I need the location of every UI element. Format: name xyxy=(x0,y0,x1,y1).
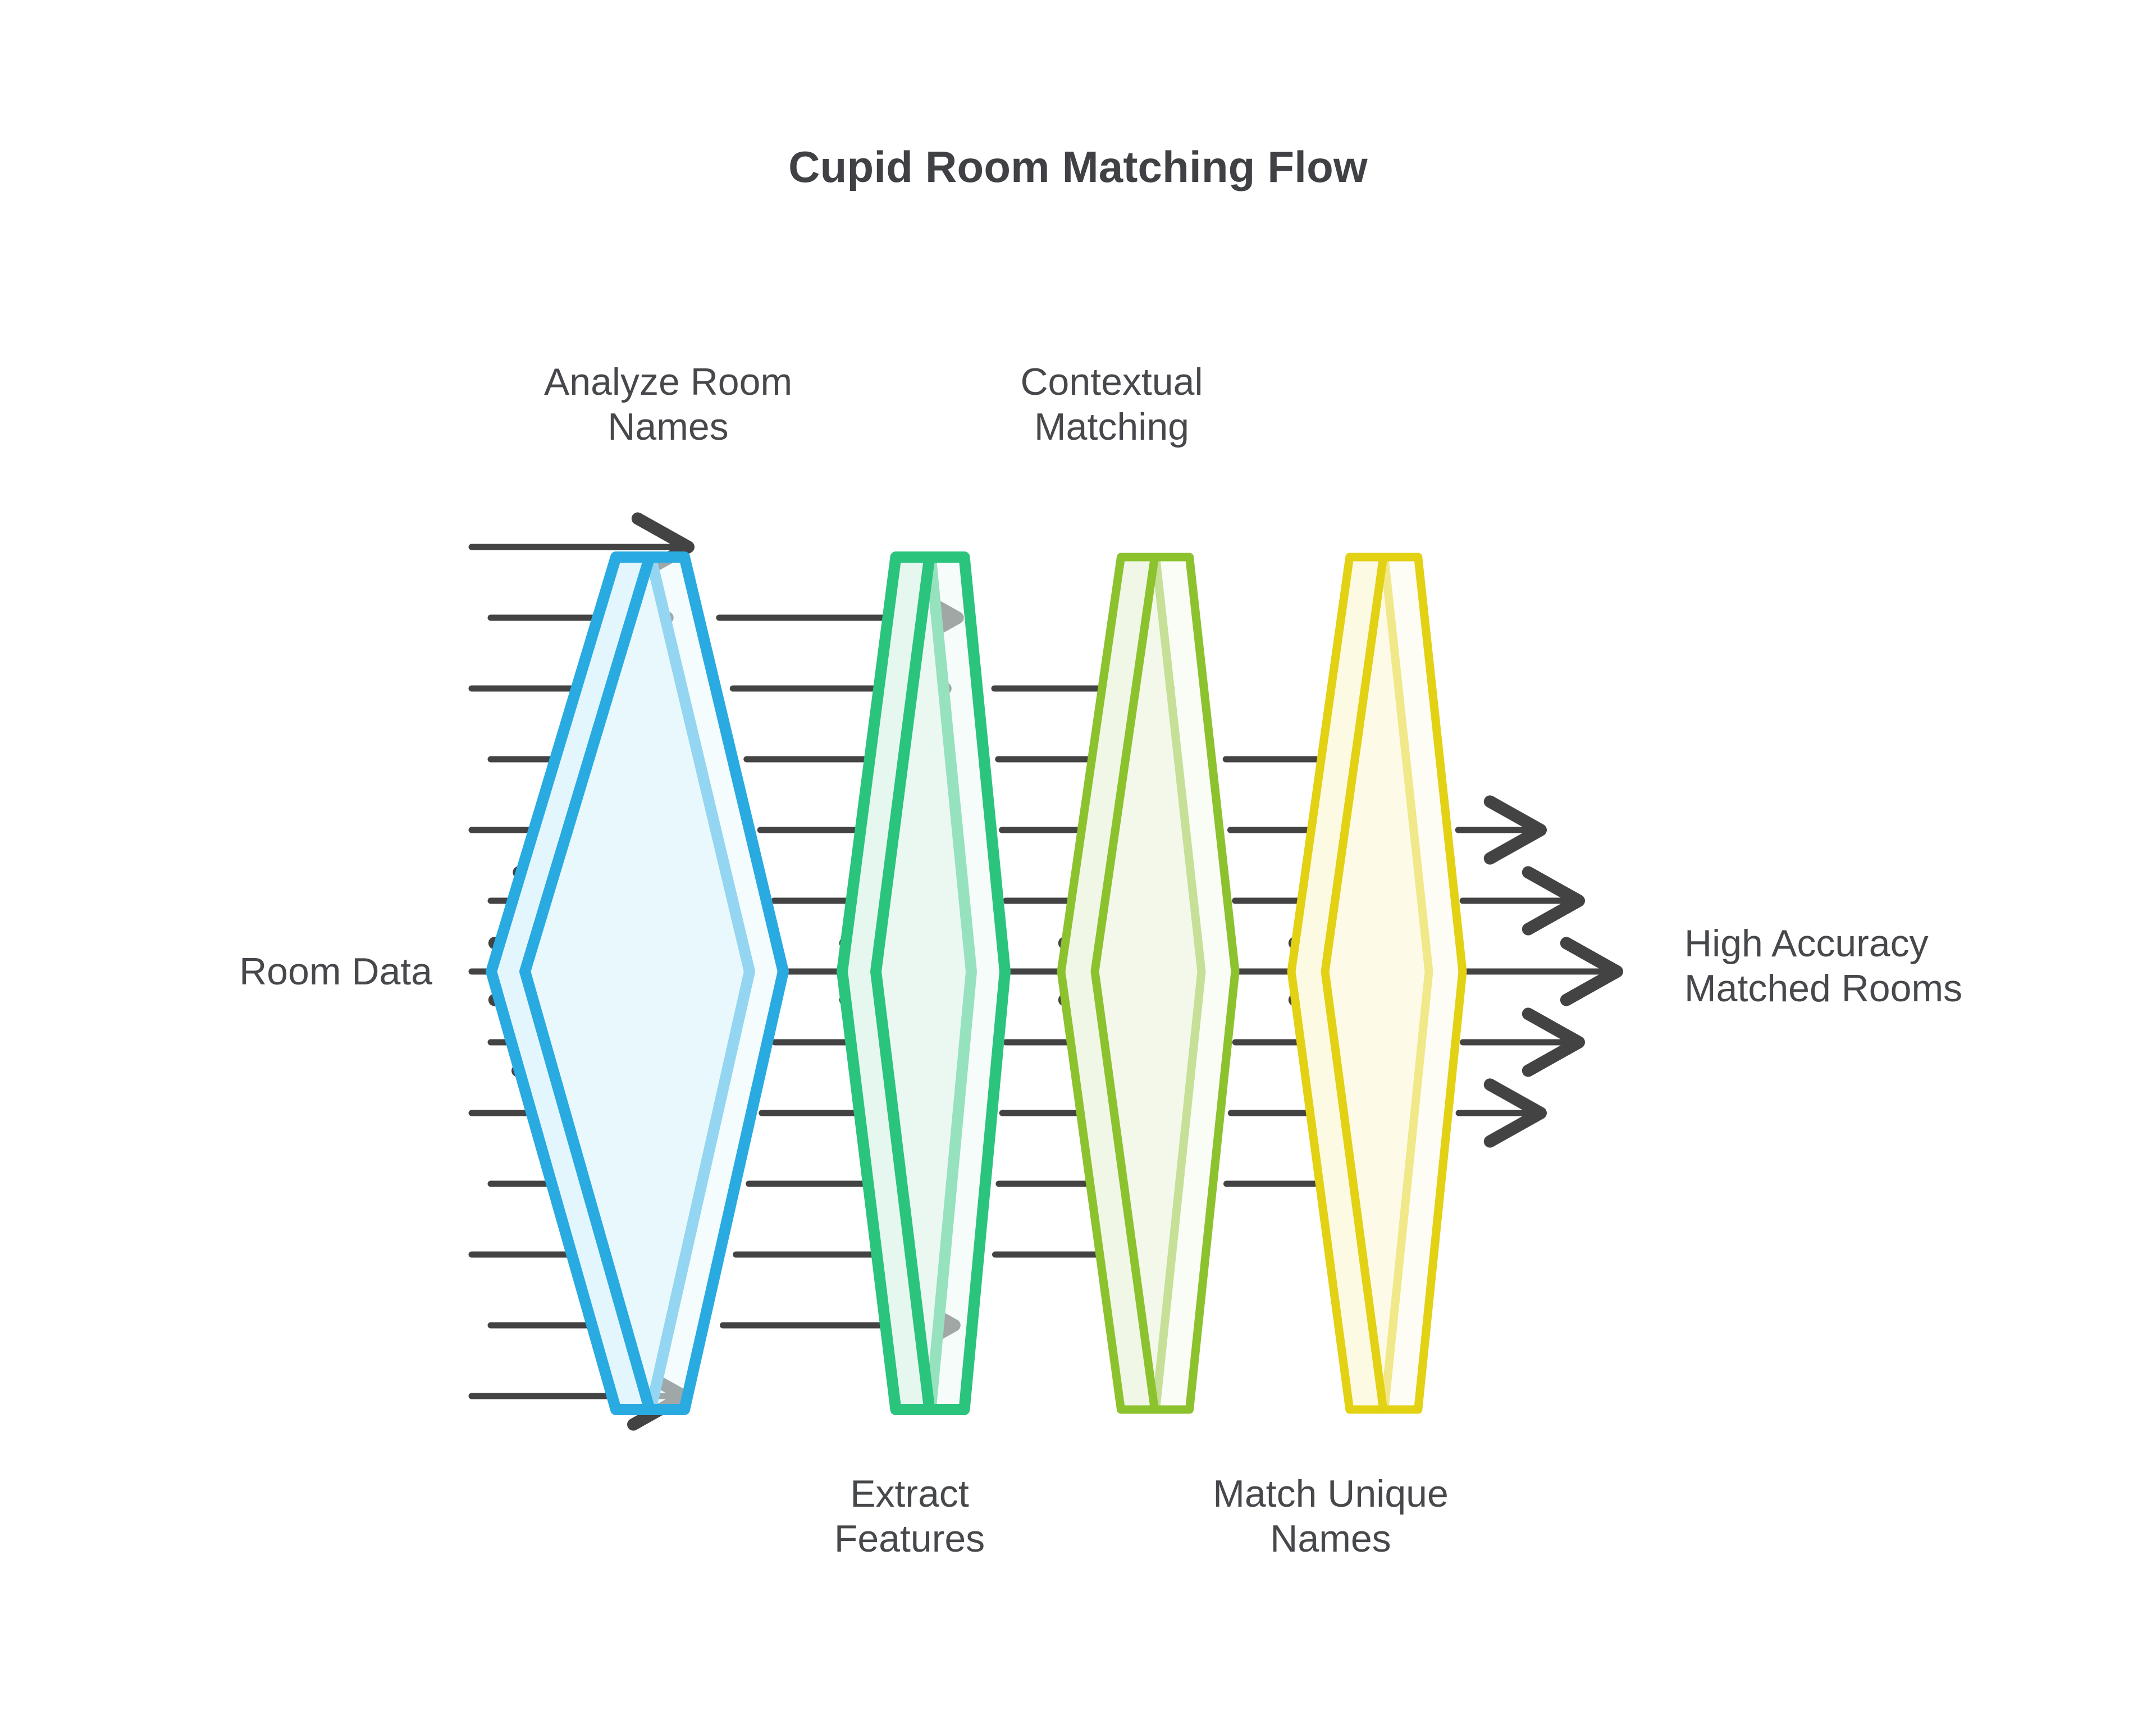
stage-label-contextual-matching: Contextual Matching xyxy=(1020,361,1203,449)
stage-label-analyze-room-names: Analyze Room Names xyxy=(543,361,793,449)
filter-face-front xyxy=(1321,553,1467,1414)
page-title: Cupid Room Matching Flow xyxy=(788,142,1368,191)
filter-face-front xyxy=(519,551,789,1415)
filter-shapes-group xyxy=(486,551,1467,1415)
stage-label-match-unique-names: Match Unique Names xyxy=(1213,1472,1449,1561)
filter-stage-extract-features xyxy=(837,551,1011,1415)
filter-stage-analyze-room-names xyxy=(486,551,789,1415)
output-label-high-accuracy-matched-rooms: High Accuracy Matched Rooms xyxy=(1684,922,1963,1010)
filter-stage-contextual-matching xyxy=(1057,553,1240,1414)
filter-face-front xyxy=(870,551,1011,1415)
filter-face-front xyxy=(1090,553,1240,1414)
filter-stage-match-unique-names xyxy=(1287,553,1467,1414)
input-label-room-data: Room Data xyxy=(239,950,432,993)
stage-label-extract-features: Extract Features xyxy=(834,1472,985,1561)
